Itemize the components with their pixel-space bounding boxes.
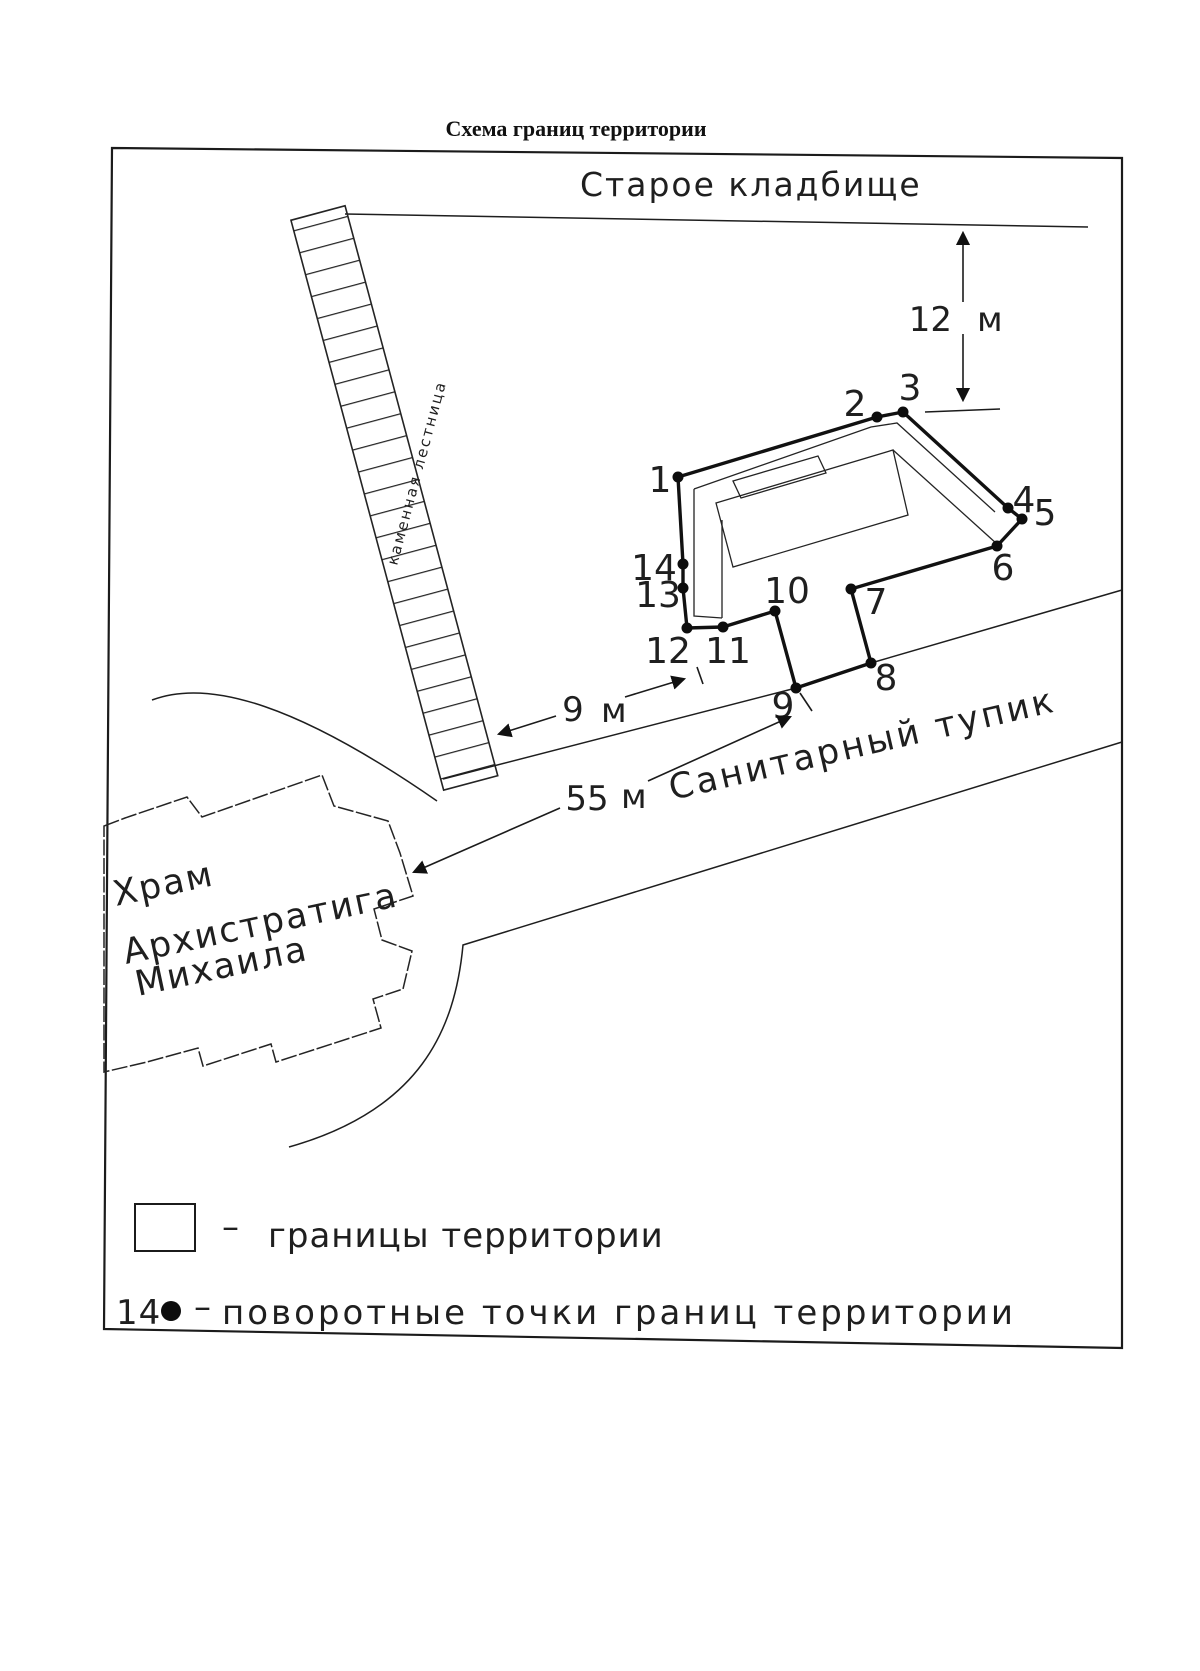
point-label: 12	[645, 631, 691, 672]
point-dot	[717, 621, 729, 633]
point-dot	[991, 540, 1003, 552]
point-label: 7	[865, 582, 888, 623]
inner-diagonal-line	[892, 449, 998, 545]
building-small	[732, 455, 827, 499]
dimension-12m-value: 12	[909, 300, 952, 340]
point-label: 10	[764, 571, 810, 612]
point-dot	[1016, 513, 1028, 525]
point-label: 14	[631, 548, 677, 589]
legend-point-dash: –	[194, 1287, 211, 1327]
point-dot	[677, 582, 689, 594]
point-dot	[681, 622, 693, 634]
legend: – границы территории 14 – поворотные точ…	[116, 1203, 1016, 1333]
legend-boundary-label: границы территории	[268, 1216, 664, 1256]
legend-point-label: поворотные точки границ территории	[222, 1293, 1016, 1333]
legend-boundary-symbol	[134, 1203, 196, 1252]
point-dot	[677, 558, 689, 570]
point-dot	[865, 657, 877, 669]
cemetery-label: Старое кладбище	[580, 165, 922, 204]
dimension-55m: 55 м	[412, 692, 813, 874]
point-label: 4	[1013, 480, 1036, 521]
inner-offset-line-top	[693, 422, 996, 513]
point-label: 5	[1034, 493, 1057, 534]
legend-boundary-dash: –	[222, 1207, 239, 1247]
map-frame	[102, 146, 1124, 1350]
point-label: 13	[635, 575, 681, 616]
boundary-point-dots	[672, 406, 1028, 694]
point-label: 3	[899, 368, 922, 409]
legend-point-symbol	[161, 1301, 181, 1321]
dimension-12m-unit: м	[977, 300, 1003, 340]
point-dot	[871, 411, 883, 423]
point-label: 6	[992, 548, 1015, 589]
dimension-55m-value: 55	[565, 779, 608, 819]
street-label: Санитарный тупик	[665, 681, 1060, 809]
dimension-9m: 9 м	[496, 666, 704, 738]
point-label: 1	[649, 460, 672, 501]
point-dot	[672, 471, 684, 483]
dimension-12m: 12 м	[909, 230, 1003, 413]
road-lower-edge	[288, 741, 1123, 1148]
building-large	[715, 449, 909, 568]
point-dot	[1002, 502, 1014, 514]
point-label: 2	[844, 384, 867, 425]
inner-offset-line-left	[693, 489, 723, 619]
church-outline	[103, 774, 414, 1073]
dimension-9m-unit: м	[601, 691, 627, 731]
page-title: Схема границ территории	[445, 116, 706, 141]
church-name-line-1: Храм	[110, 854, 218, 914]
point-dot	[897, 406, 909, 418]
point-dot	[790, 682, 802, 694]
boundary-point-labels: 1 2 3 4 5 6 7 8 9 10 11 12 13 14	[631, 368, 1056, 727]
point-label: 11	[705, 631, 751, 672]
stone-staircase	[289, 204, 499, 792]
cemetery-boundary-line	[344, 213, 1089, 228]
dimension-55m-unit: м	[621, 777, 647, 817]
legend-point-number: 14	[116, 1293, 161, 1333]
point-dot	[769, 605, 781, 617]
point-label: 8	[875, 658, 898, 699]
point-dot	[845, 583, 857, 595]
dimension-9m-value: 9	[562, 690, 584, 730]
upper-arc-path	[151, 692, 438, 802]
